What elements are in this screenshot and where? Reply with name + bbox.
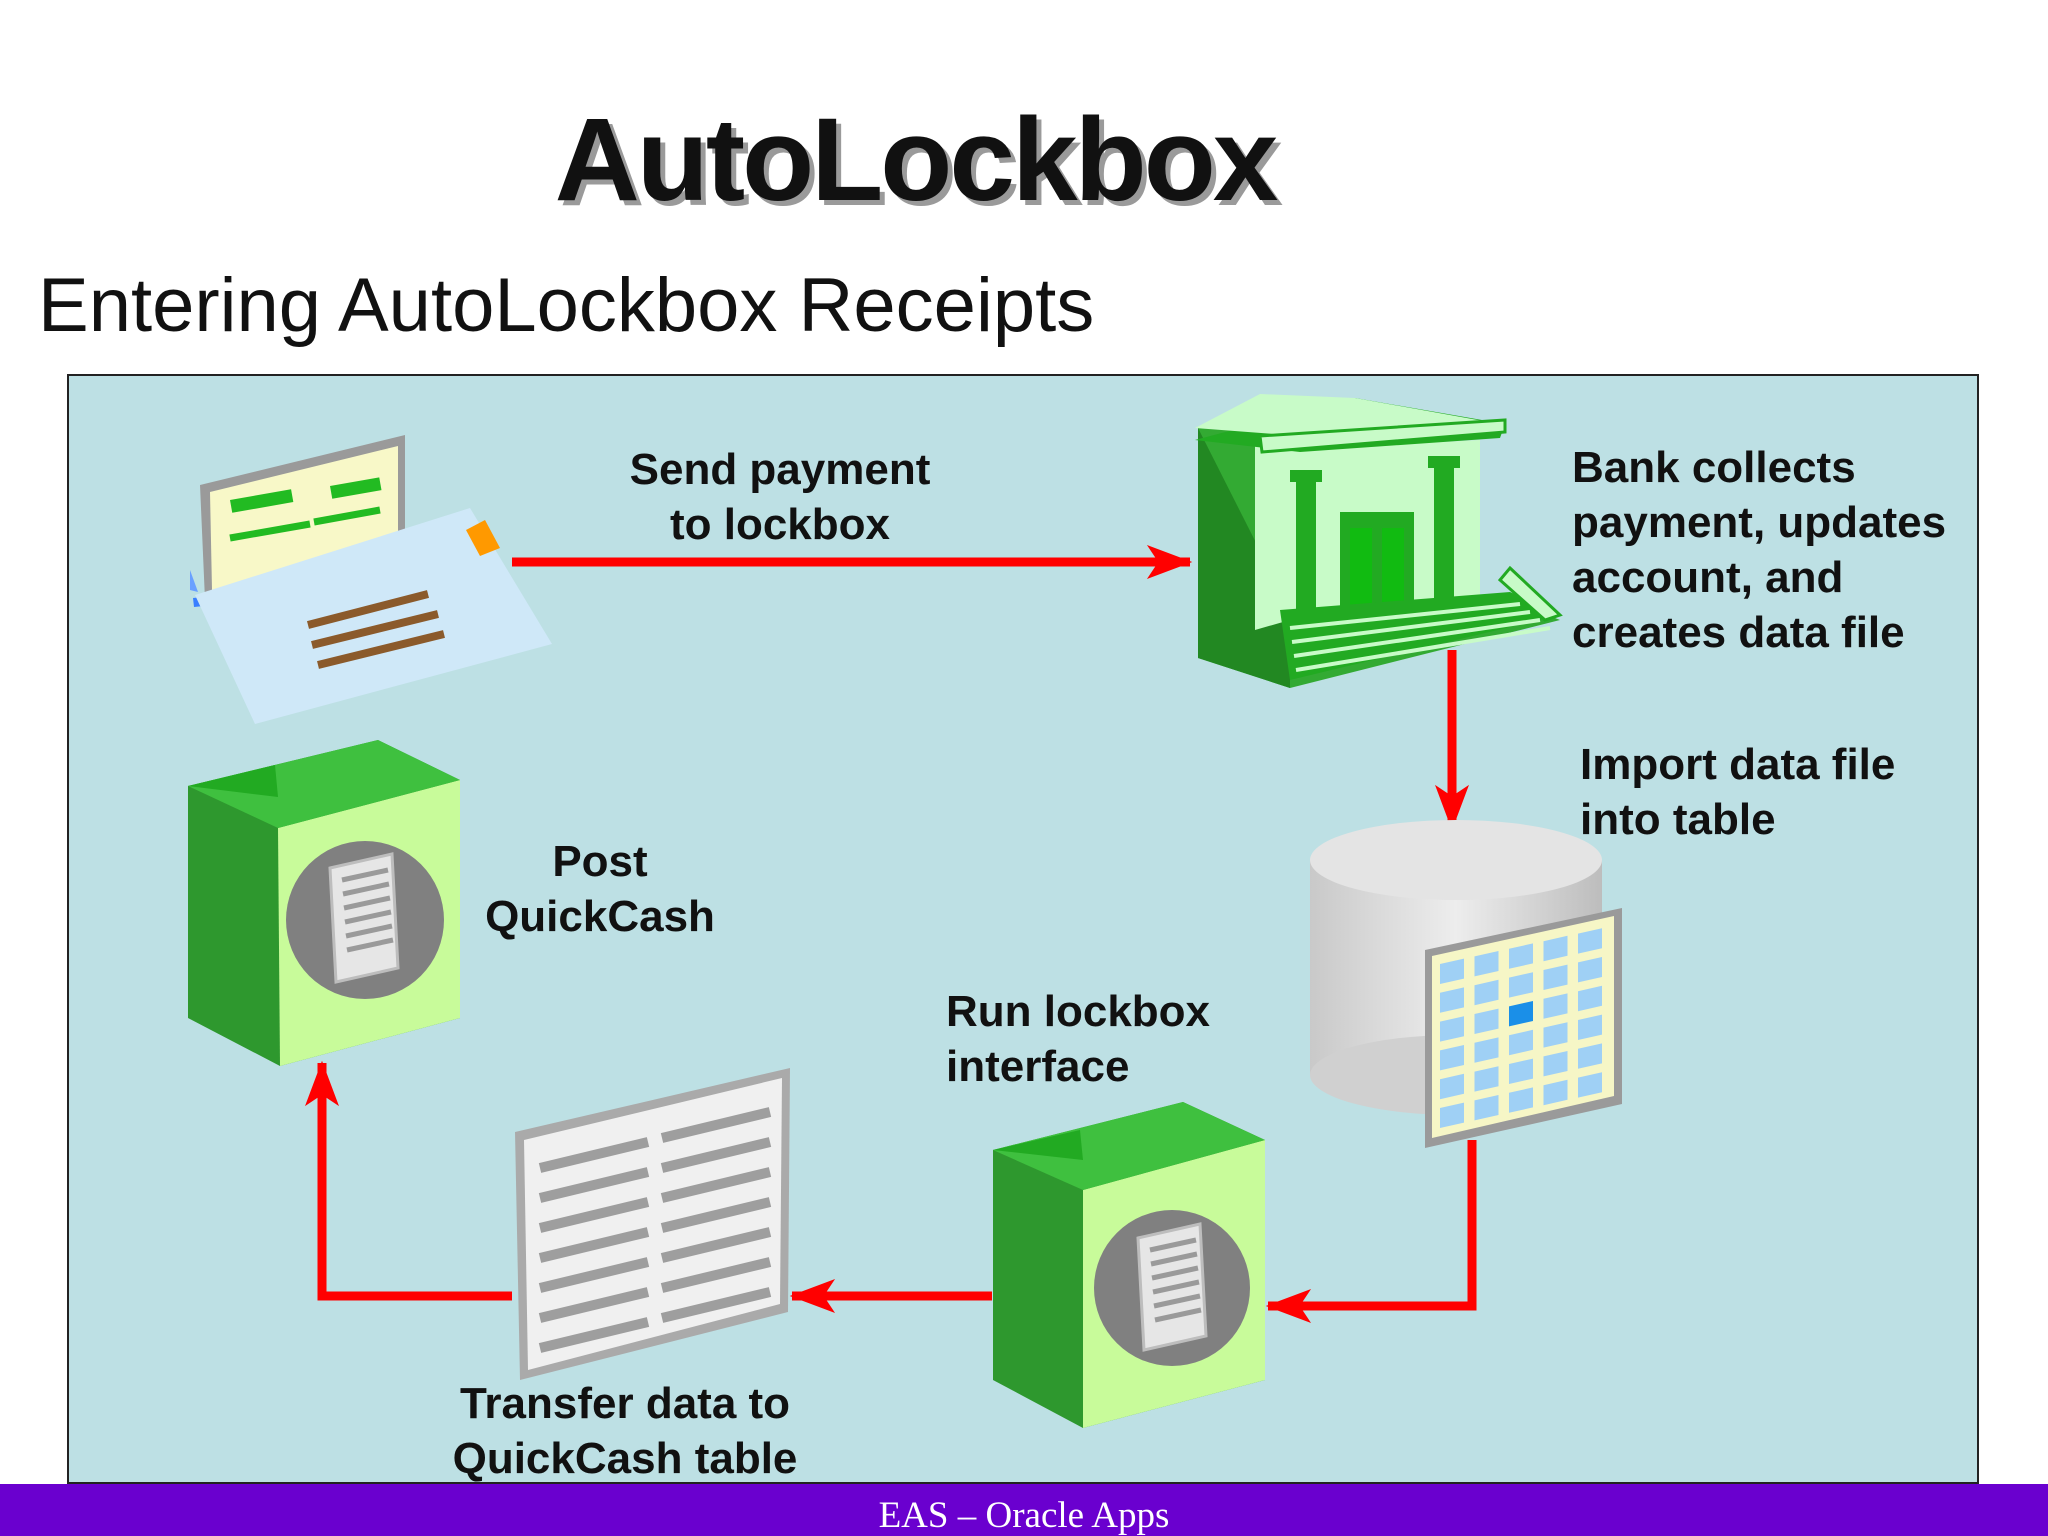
label-run-line1: Run lockbox [946, 987, 1211, 1036]
arrow-report-to-post [305, 1060, 512, 1301]
grid-cell [1578, 928, 1602, 954]
label-transfer-line1: Transfer data to [459, 1379, 791, 1428]
grid-cell [1578, 957, 1602, 983]
label-post-line2: QuickCash [485, 892, 715, 941]
grid-cell [1509, 943, 1533, 969]
label-import-data: Import data file into table [1580, 737, 2000, 847]
label-send-line1: Send payment [629, 445, 931, 494]
label-run-line2: interface [946, 1042, 1130, 1091]
grid-cell [1509, 972, 1533, 998]
label-send-payment: Send payment to lockbox [580, 442, 980, 552]
grid-cell [1474, 1037, 1499, 1063]
label-import-line2: into table [1580, 795, 1776, 844]
grid-cell [1474, 1008, 1499, 1034]
grid-cell [1543, 1022, 1568, 1048]
grid-cell [1440, 1016, 1464, 1042]
check-envelope-icon [190, 435, 552, 724]
label-bank-line4: creates data file [1572, 608, 1905, 657]
label-post-quickcash: Post QuickCash [450, 834, 750, 944]
program-box-icon [993, 1102, 1265, 1428]
grid-cell [1440, 1073, 1464, 1100]
report-document-icon [515, 1068, 790, 1380]
grid-cell [1474, 979, 1499, 1006]
grid-cell [1578, 1043, 1602, 1069]
label-post-line1: Post [552, 837, 648, 886]
label-send-line2: to lockbox [669, 500, 891, 549]
bank-building-icon [1195, 394, 1563, 688]
label-transfer-line2: QuickCash table [452, 1434, 798, 1483]
table-grid-icon [1425, 908, 1622, 1148]
slide-title: AutoLockbox [554, 94, 1279, 226]
grid-cell [1578, 1014, 1602, 1040]
grid-cell [1440, 958, 1464, 984]
label-import-line1: Import data file [1580, 740, 1896, 789]
grid-cell [1474, 1066, 1499, 1092]
label-bank-collects: Bank collects payment, updates account, … [1572, 440, 2012, 660]
grid-cell [1543, 964, 1568, 990]
grid-cell [1509, 1029, 1533, 1056]
grid-cell [1543, 993, 1568, 1019]
grid-cell [1440, 1102, 1464, 1128]
grid-cell [1440, 987, 1464, 1013]
label-bank-line2: payment, updates [1572, 498, 1947, 547]
footer-text: EAS – Oracle Apps [878, 1495, 1170, 1536]
grid-cell [1578, 1072, 1602, 1098]
grid-cell [1509, 1058, 1533, 1084]
grid-cell [1543, 935, 1568, 962]
grid-cell [1543, 1079, 1568, 1106]
slide-subtitle: Entering AutoLockbox Receipts [38, 263, 1095, 348]
grid-cell [1474, 951, 1499, 977]
grid-cell [1509, 1087, 1533, 1113]
arrow-table-to-interface [1265, 1140, 1477, 1323]
label-run-lockbox: Run lockbox interface [946, 984, 1326, 1094]
grid-cell [1578, 985, 1602, 1012]
label-bank-line1: Bank collects [1572, 443, 1856, 492]
grid-cell [1509, 1001, 1533, 1027]
table-grid-cells [1440, 928, 1602, 1128]
quickcash-box-icon [188, 740, 460, 1066]
label-transfer-data: Transfer data to QuickCash table [425, 1376, 825, 1486]
label-bank-line3: account, and [1572, 553, 1844, 602]
footer-bar: EAS – Oracle Apps [0, 1484, 2048, 1536]
grid-cell [1543, 1051, 1568, 1077]
grid-cell [1440, 1045, 1464, 1071]
grid-cell [1474, 1095, 1499, 1121]
